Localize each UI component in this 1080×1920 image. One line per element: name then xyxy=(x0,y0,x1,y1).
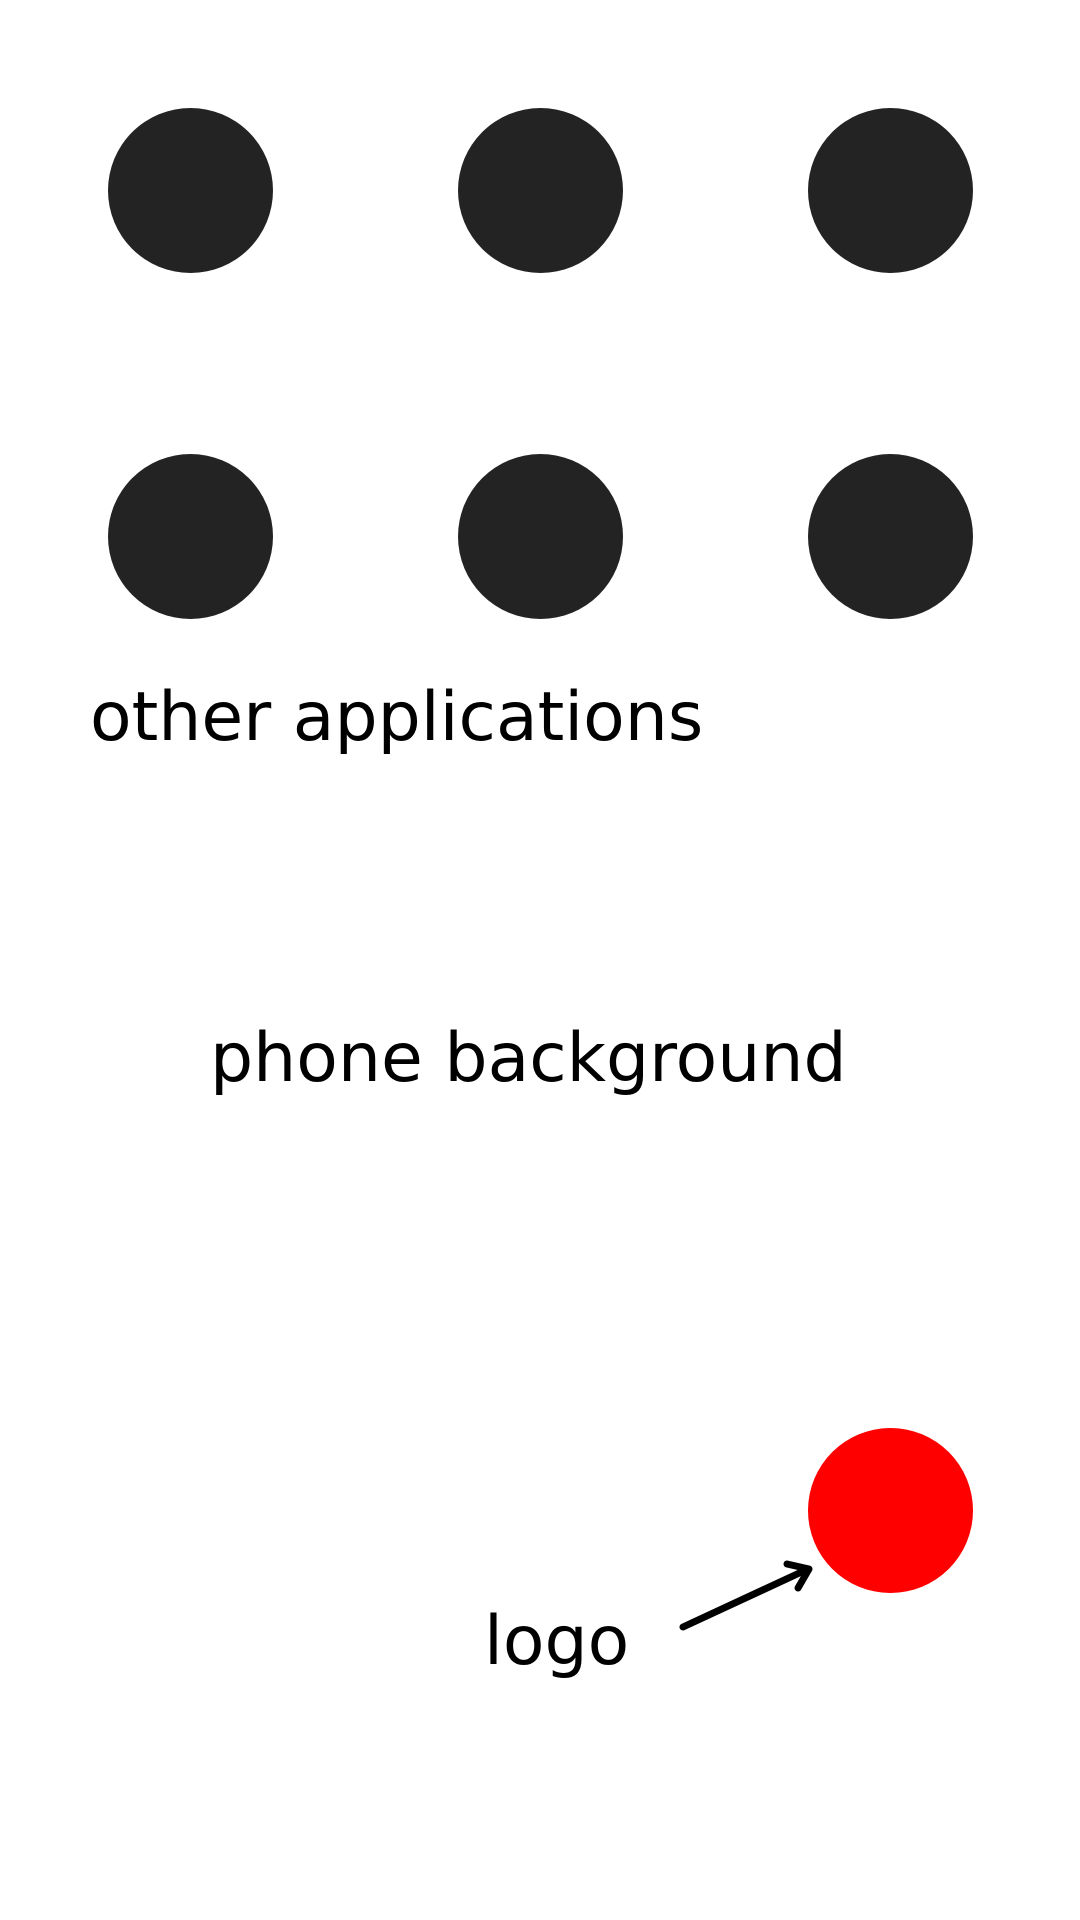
app-icon[interactable] xyxy=(458,454,623,619)
app-icon[interactable] xyxy=(108,454,273,619)
app-icon[interactable] xyxy=(808,108,973,273)
app-icon[interactable] xyxy=(458,108,623,273)
app-icon[interactable] xyxy=(108,108,273,273)
logo-label: logo xyxy=(484,1602,630,1681)
phone-background-label: phone background xyxy=(210,1019,847,1098)
logo-icon[interactable] xyxy=(808,1428,973,1593)
other-applications-label: other applications xyxy=(90,678,704,757)
app-icon[interactable] xyxy=(808,454,973,619)
